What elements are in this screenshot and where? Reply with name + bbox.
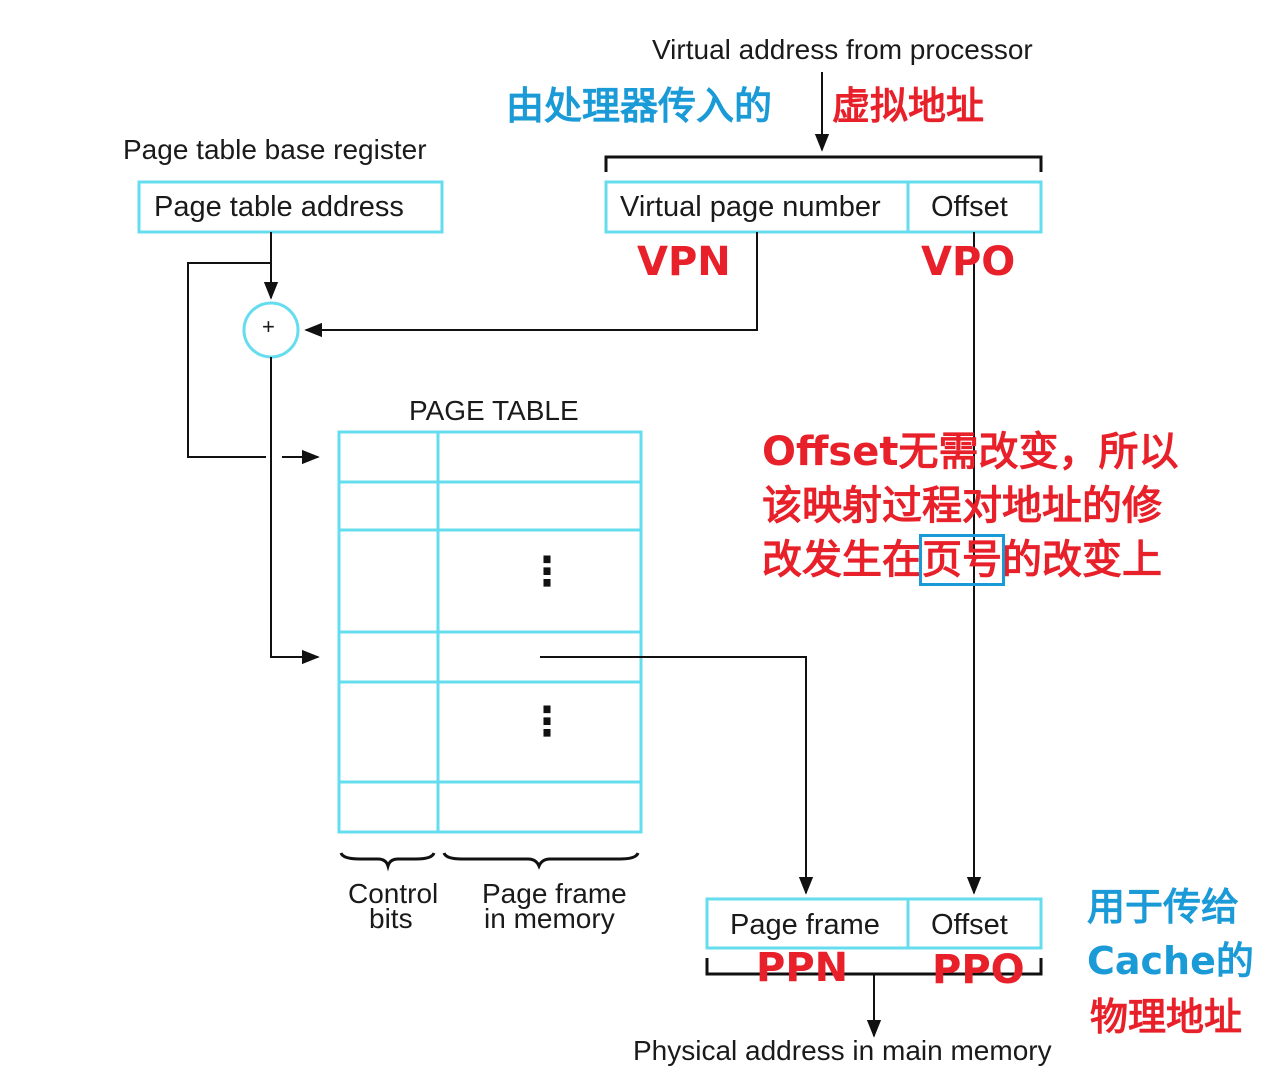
cache-label-line-2: Cache的	[1087, 939, 1254, 983]
vpn-tag: VPN	[637, 239, 731, 285]
note-line-3-part-a: 改发生在	[762, 537, 922, 583]
adder-to-row-line	[270, 357, 320, 665]
ppo-field-box	[906, 897, 1043, 950]
legend-page-frame: Page frame	[482, 878, 627, 909]
legend-bits: bits	[369, 903, 413, 934]
legend-in-memory: in memory	[484, 903, 615, 934]
adder-symbol: +	[262, 314, 275, 339]
ppo-field-label: Offset	[931, 909, 1008, 941]
virtual-address-label: Virtual address from processor	[652, 34, 1033, 65]
base-register-box	[137, 180, 444, 234]
virtual-address-bracket	[604, 155, 1043, 172]
cn-from-processor-label: 由处理器传入的	[506, 84, 773, 128]
note-line-3: 改发生在页号的改变上	[762, 533, 1162, 587]
legend-control: Control	[348, 878, 439, 909]
page-frame-to-ppn-line	[540, 656, 814, 895]
note-highlight-page-number: 页号	[919, 534, 1005, 586]
base-register-text: Page table address	[154, 191, 404, 223]
note-line-2: 该映射过程对地址的修	[762, 483, 1162, 529]
ppn-field-label: Page frame	[730, 909, 880, 941]
control-bits-brace	[339, 852, 436, 872]
vpo-field-label: Offset	[931, 191, 1008, 223]
page-table-ellipsis-upper: ⋮	[527, 549, 567, 595]
page-table-grid	[337, 430, 643, 834]
vpn-to-adder-line	[304, 232, 758, 338]
cache-label-line-1: 用于传给	[1087, 885, 1240, 929]
page-table-title: PAGE TABLE	[409, 395, 579, 426]
ppo-tag: PPO	[932, 947, 1025, 993]
page-table-ellipsis-lower: ⋮	[527, 699, 567, 745]
base-to-first-row-line	[187, 262, 271, 458]
cache-label-line-3: 物理地址	[1090, 995, 1243, 1039]
ppn-tag: PPN	[756, 945, 849, 991]
base-register-caption: Page table base register	[123, 134, 427, 165]
physical-address-caption: Physical address in main memory	[633, 1035, 1052, 1066]
note-line-3-part-b: 的改变上	[1002, 537, 1162, 583]
cn-virtual-address-label: 虚拟地址	[832, 84, 985, 128]
vpo-tag: VPO	[921, 239, 1016, 285]
vpn-field-label: Virtual page number	[620, 191, 881, 223]
note-line-1: Offset无需改变，所以	[762, 429, 1179, 475]
page-frame-brace	[442, 852, 640, 870]
